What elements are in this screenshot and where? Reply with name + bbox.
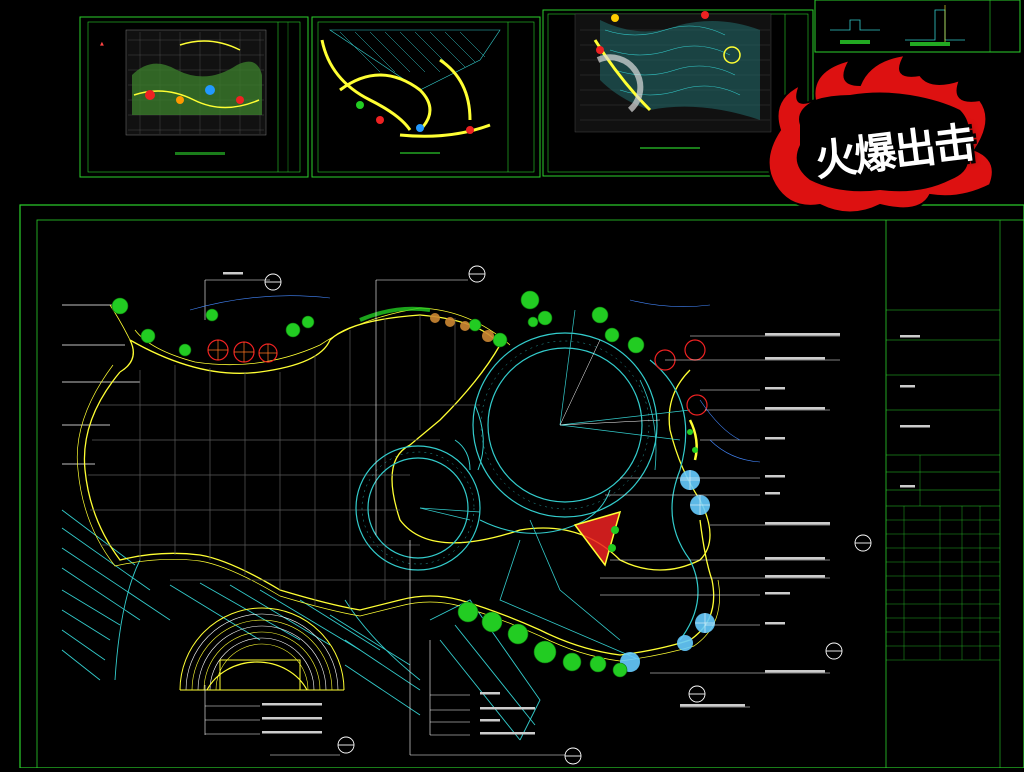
- thumbnail-sheet-1[interactable]: ▲: [79, 16, 309, 178]
- tree-symbol-icon: [111, 290, 645, 357]
- thumbnail-sheet-2[interactable]: [311, 16, 541, 178]
- small-circle-plaza: [355, 445, 481, 571]
- tree-planting-top: [111, 290, 708, 416]
- connector-pavement: [454, 359, 699, 661]
- plaza-grid: [88, 315, 480, 610]
- title-block: [885, 220, 1001, 768]
- bottom-annotation-leaders: [204, 279, 565, 756]
- contour-lines: [189, 295, 761, 463]
- thumbnail-sheet-4[interactable]: [814, 0, 1021, 53]
- amphitheater: [179, 607, 345, 691]
- tree-planting-right: [573, 419, 715, 672]
- thumbnail-sheet-3[interactable]: [542, 9, 814, 177]
- promo-badge: 火爆出击: [760, 56, 1008, 226]
- right-annotation-leaders: [600, 335, 840, 708]
- tree-planting-bottom: [457, 601, 628, 678]
- svg-text:▲: ▲: [100, 41, 104, 47]
- annotation-text-marks: [223, 272, 930, 735]
- large-circle-plaza: [472, 309, 691, 518]
- section-marker-icon: [264, 265, 872, 765]
- hatched-lawn-area: [61, 509, 541, 741]
- flame-badge-icon: [767, 53, 994, 214]
- badge-text: 火爆出击: [811, 117, 977, 186]
